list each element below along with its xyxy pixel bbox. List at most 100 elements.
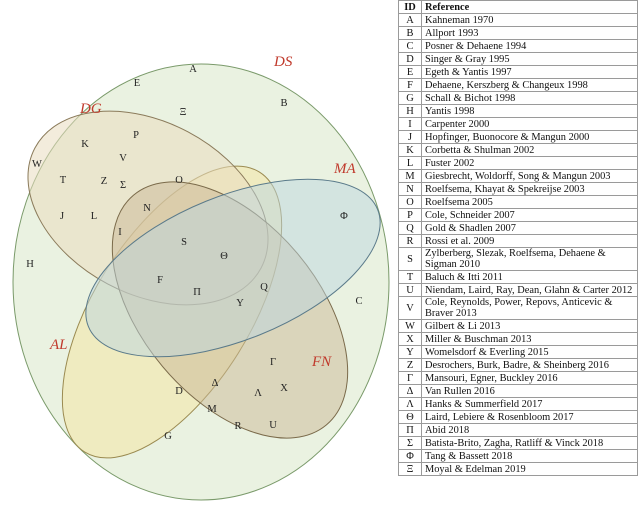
reference-text: Cole, Reynolds, Power, Repovs, Anticevic…: [421, 296, 638, 320]
reference-text: Cole, Schneider 2007: [421, 208, 638, 222]
reference-id: D: [398, 52, 422, 66]
reference-text: Batista-Brito, Zagha, Ratliff & Vinck 20…: [421, 436, 638, 450]
item-letter: X: [280, 383, 288, 394]
reference-id: Φ: [398, 449, 422, 463]
item-letter: I: [118, 227, 122, 238]
reference-text: Mansouri, Egner, Buckley 2016: [421, 371, 638, 385]
reference-text: Zylberberg, Slezak, Roelfsema, Dehaene &…: [421, 247, 638, 271]
reference-text: Allport 1993: [421, 26, 638, 40]
reference-text: Moyal & Edelman 2019: [421, 462, 638, 476]
item-letter: U: [269, 420, 277, 431]
item-letter: C: [355, 296, 362, 307]
set-label-fn: FN: [311, 354, 332, 370]
reference-id: E: [398, 65, 422, 79]
item-letter: Γ: [270, 357, 276, 368]
reference-text: Roelfsema, Khayat & Spekreijse 2003: [421, 182, 638, 196]
reference-text: Laird, Lebiere & Rosenbloom 2017: [421, 410, 638, 424]
set-ma-region: [85, 178, 381, 358]
reference-text: Roelfsema 2005: [421, 195, 638, 209]
venn-diagram: DS DG MA AL FN A E Ξ B K P V W T Z Σ O N…: [12, 54, 390, 501]
item-letter: Λ: [254, 388, 262, 399]
reference-text: Hopfinger, Buonocore & Mangun 2000: [421, 130, 638, 144]
reference-id: T: [398, 270, 422, 284]
reference-id: Z: [398, 358, 422, 372]
reference-text: Niendam, Laird, Ray, Dean, Glahn & Carte…: [421, 283, 638, 297]
reference-text: Corbetta & Shulman 2002: [421, 143, 638, 157]
reference-text: Fuster 2002: [421, 156, 638, 170]
item-letter: Σ: [120, 180, 126, 191]
reference-id: P: [398, 208, 422, 222]
reference-text: Kahneman 1970: [421, 13, 638, 27]
item-letter: G: [164, 431, 172, 442]
reference-id: Ξ: [398, 462, 422, 476]
reference-id: K: [398, 143, 422, 157]
reference-id: Q: [398, 221, 422, 235]
reference-text: Abid 2018: [421, 423, 638, 437]
reference-id: Θ: [398, 410, 422, 424]
item-letter: K: [81, 139, 89, 150]
reference-text: Baluch & Itti 2011: [421, 270, 638, 284]
item-letter: E: [134, 78, 140, 89]
table-header-row: ID Reference: [398, 0, 638, 14]
reference-text: Womelsdorf & Everling 2015: [421, 345, 638, 359]
reference-id: B: [398, 26, 422, 40]
reference-id: H: [398, 104, 422, 118]
reference-text: Van Rullen 2016: [421, 384, 638, 398]
reference-text: Dehaene, Kerszberg & Changeux 1998: [421, 78, 638, 92]
reference-id: M: [398, 169, 422, 183]
reference-id: S: [398, 247, 422, 271]
reference-id: C: [398, 39, 422, 53]
reference-id: X: [398, 332, 422, 346]
reference-id: Δ: [398, 384, 422, 398]
item-letter: L: [91, 211, 97, 222]
item-letter: T: [60, 175, 67, 186]
reference-text: Miller & Buschman 2013: [421, 332, 638, 346]
item-letter: Q: [260, 282, 268, 293]
item-letter: P: [133, 130, 139, 141]
item-letter: B: [280, 98, 287, 109]
reference-text: Rossi et al. 2009: [421, 234, 638, 248]
item-letter: J: [60, 211, 64, 222]
item-letter: N: [143, 203, 151, 214]
item-letter: H: [26, 259, 34, 270]
item-letter: O: [175, 175, 183, 186]
reference-id: N: [398, 182, 422, 196]
set-label-ds: DS: [273, 54, 293, 70]
reference-text: Carpenter 2000: [421, 117, 638, 131]
item-letter: S: [181, 237, 187, 248]
reference-text: Gilbert & Li 2013: [421, 319, 638, 333]
reference-text: Tang & Bassett 2018: [421, 449, 638, 463]
reference-id: Π: [398, 423, 422, 437]
reference-text: Hanks & Summerfield 2017: [421, 397, 638, 411]
item-letter: Z: [101, 176, 107, 187]
reference-id: R: [398, 234, 422, 248]
item-letter: M: [207, 404, 217, 415]
